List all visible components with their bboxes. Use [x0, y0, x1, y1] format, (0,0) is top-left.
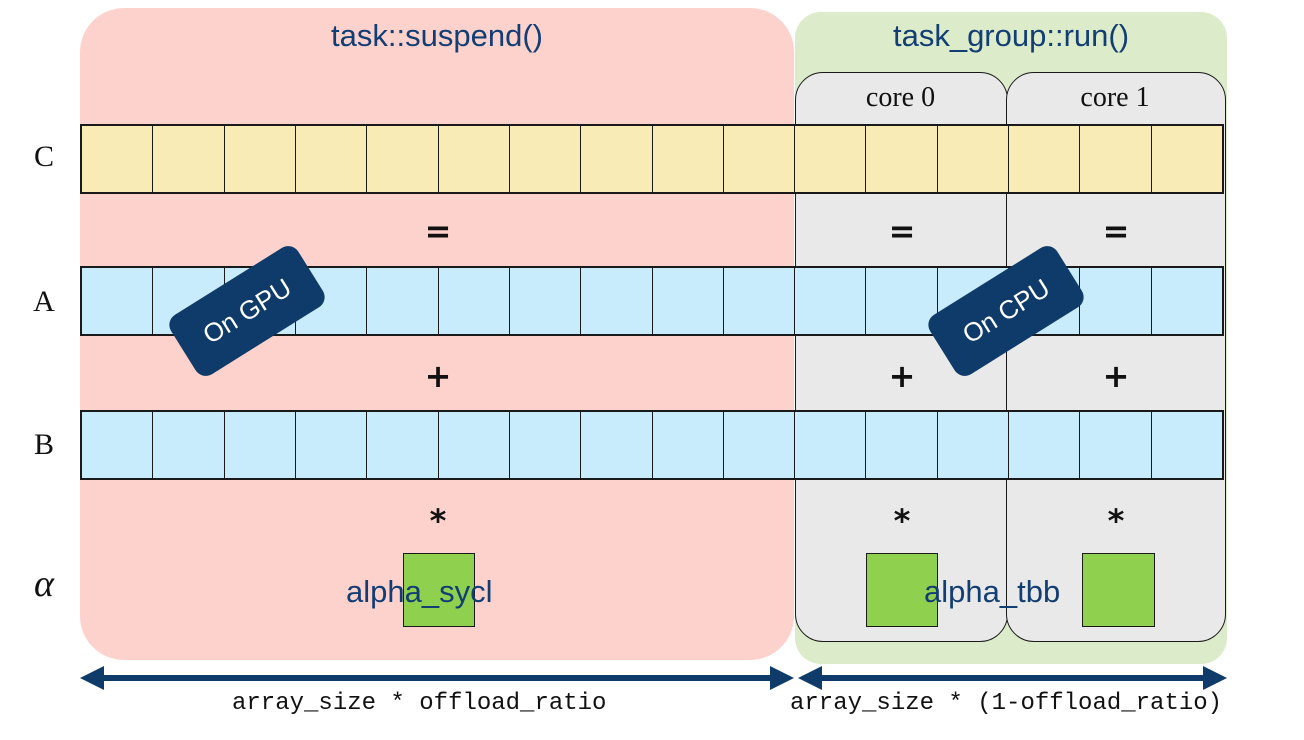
array-a-cell	[82, 268, 154, 334]
alpha-sycl-square	[403, 553, 475, 627]
row-label-a: A	[33, 285, 55, 318]
core-0-label: core 0	[865, 82, 936, 113]
array-b-cell	[153, 412, 225, 478]
array-a-cell	[652, 268, 724, 334]
core-1-label: core 1	[1080, 82, 1150, 113]
array-a-cell	[581, 268, 653, 334]
array-a-cell	[1080, 268, 1152, 334]
array-b-cell	[1009, 412, 1081, 478]
array-b-cell	[224, 412, 296, 478]
array-c-cell	[1009, 126, 1081, 192]
equals-operator-core-1: =	[1102, 212, 1130, 250]
cpu-dimension-arrow-left-head	[798, 666, 822, 690]
array-b-cell	[438, 412, 510, 478]
row-label-c: C	[33, 140, 54, 173]
array-b-cell	[367, 412, 439, 478]
times-operator-core-0: *	[893, 502, 911, 540]
array-b-cell	[723, 412, 796, 478]
array-c	[80, 124, 1224, 194]
array-c-cell	[153, 126, 225, 192]
array-a-cell	[866, 268, 938, 334]
gpu-dimension-label: array_size * offload_ratio	[232, 690, 607, 717]
array-b-cell	[1151, 412, 1222, 478]
array-b-cell	[581, 412, 653, 478]
array-c-cell	[581, 126, 653, 192]
array-c-cell	[82, 126, 154, 192]
cpu-dimension-arrow-right-head	[1203, 666, 1227, 690]
array-b-cell	[866, 412, 938, 478]
array-c-cell	[1151, 126, 1222, 192]
array-b-cell	[795, 412, 867, 478]
array-c-cell	[295, 126, 368, 192]
alpha-tbb-label: alpha_tbb	[924, 574, 1061, 609]
array-b	[80, 410, 1224, 480]
array-b-cell	[82, 412, 154, 478]
array-c-cell	[795, 126, 867, 192]
array-c-cell	[652, 126, 724, 192]
plus-operator-core-0: +	[888, 357, 916, 395]
times-operator-core-1: *	[1107, 502, 1125, 540]
row-label-b: B	[33, 428, 54, 461]
alpha-sycl-label: alpha_sycl	[346, 574, 493, 609]
array-a-cell	[795, 268, 867, 334]
cpu-dimension-label: array_size * (1-offload_ratio)	[790, 690, 1223, 717]
array-c-cell	[1080, 126, 1152, 192]
array-c-cell	[723, 126, 796, 192]
gpu-dimension-arrow-left-head	[80, 666, 104, 690]
array-b-cell	[937, 412, 1010, 478]
plus-operator-core-1: +	[1102, 357, 1130, 395]
gpu-dimension-arrow-right-head	[770, 666, 794, 690]
array-c-cell	[937, 126, 1010, 192]
alpha-tbb-square-core-1	[1082, 553, 1155, 627]
equals-operator-core-0: =	[888, 212, 916, 250]
equals-operator-gpu: =	[424, 212, 452, 250]
cpu-title: task_group::run()	[892, 18, 1130, 53]
array-c-cell	[509, 126, 582, 192]
array-c-cell	[224, 126, 296, 192]
array-a-cell	[438, 268, 510, 334]
array-b-cell	[1080, 412, 1152, 478]
plus-operator-gpu: +	[424, 357, 452, 395]
array-c-cell	[367, 126, 439, 192]
times-operator-gpu: *	[429, 502, 447, 540]
alpha-tbb-square-core-0	[866, 553, 938, 627]
array-b-cell	[509, 412, 582, 478]
gpu-title: task::suspend()	[331, 18, 543, 53]
array-c-cell	[866, 126, 938, 192]
array-a-cell	[509, 268, 582, 334]
row-label-alpha: α	[34, 563, 54, 605]
array-b-cell	[295, 412, 368, 478]
array-a-cell	[723, 268, 796, 334]
array-c-cell	[438, 126, 510, 192]
array-a-cell	[1151, 268, 1222, 334]
array-a-cell	[367, 268, 439, 334]
array-b-cell	[652, 412, 724, 478]
